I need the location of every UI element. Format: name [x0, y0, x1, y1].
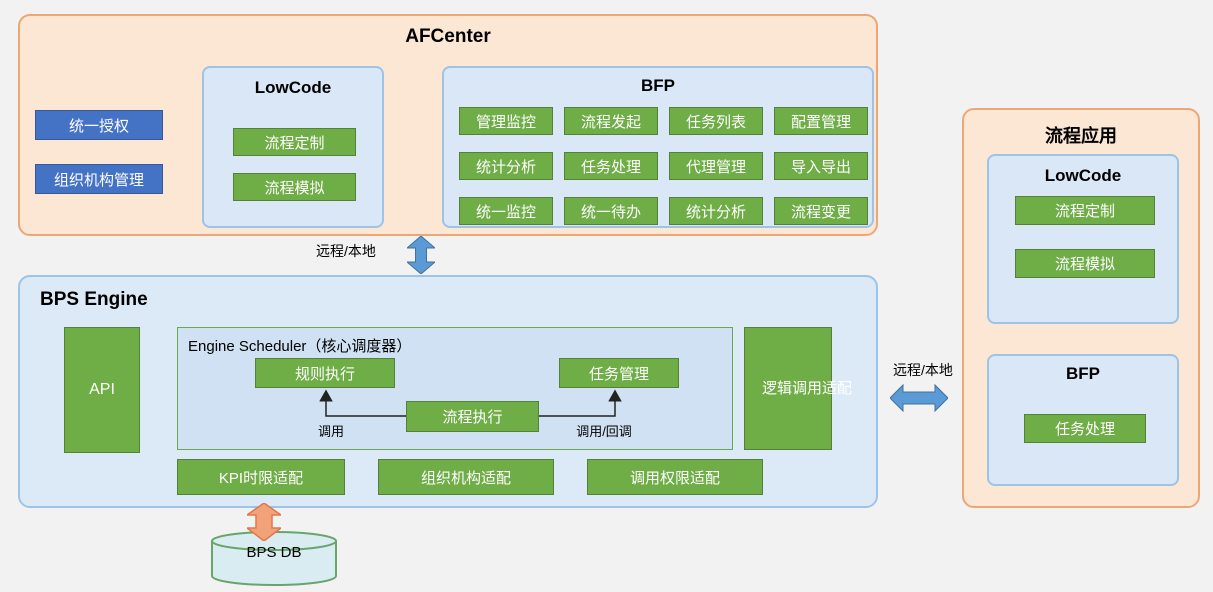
node-bfp-8: 统一监控 — [459, 197, 553, 225]
bps-db-cylinder — [210, 531, 338, 587]
node-bfp-3: 配置管理 — [774, 107, 868, 135]
process-app-lowcode-title: LowCode — [1044, 166, 1122, 185]
afcenter-bfp-title: BFP — [641, 76, 675, 95]
bps-db-label: BPS DB — [246, 544, 302, 561]
node-task-management: 任务管理 — [559, 358, 679, 388]
node-bfp-4: 统计分析 — [459, 152, 553, 180]
afcenter-lowcode-panel: LowCode 流程定制 流程模拟 — [202, 66, 384, 228]
node-api: API — [64, 327, 140, 453]
node-bfp-1: 流程发起 — [564, 107, 658, 135]
node-bfp-0: 管理监控 — [459, 107, 553, 135]
node-bfp-10: 统计分析 — [669, 197, 763, 225]
node-pa-process-simulation: 流程模拟 — [1015, 249, 1155, 278]
node-unified-auth: 统一授权 — [35, 110, 163, 140]
node-pa-task-processing: 任务处理 — [1024, 414, 1146, 443]
node-pa-process-customization: 流程定制 — [1015, 196, 1155, 225]
afcenter-title: AFCenter — [405, 26, 491, 47]
engine-scheduler-title: Engine Scheduler（核心调度器） — [188, 338, 412, 355]
node-kpi-time-adapter: KPI时限适配 — [177, 459, 345, 495]
bps-engine-title: BPS Engine — [40, 289, 148, 310]
afcenter-container: AFCenter 统一授权 组织机构管理 LowCode 流程定制 流程模拟 B… — [18, 14, 878, 236]
node-rule-execution: 规则执行 — [255, 358, 395, 388]
node-org-management: 组织机构管理 — [35, 164, 163, 194]
node-process-simulation: 流程模拟 — [233, 173, 356, 201]
node-bfp-5: 任务处理 — [564, 152, 658, 180]
process-app-container: 流程应用 LowCode 流程定制 流程模拟 BFP 任务处理 — [962, 108, 1200, 508]
top-connector-label: 远程/本地 — [316, 243, 376, 259]
afcenter-bfp-panel: BFP 管理监控 流程发起 任务列表 配置管理 统计分析 任务处理 代理管理 导… — [442, 66, 874, 228]
engine-scheduler-panel: Engine Scheduler（核心调度器） 规则执行 任务管理 流程执行 调… — [177, 327, 733, 450]
process-app-bfp-panel: BFP 任务处理 — [987, 354, 1179, 486]
node-org-structure-adapter: 组织机构适配 — [378, 459, 554, 495]
node-logic-call-adapter: 逻辑调用适配 — [744, 327, 853, 450]
bps-processapp-connector-arrow-icon — [890, 384, 948, 412]
process-app-title: 流程应用 — [1045, 126, 1117, 146]
afcenter-lowcode-title: LowCode — [254, 78, 332, 97]
bps-db-connector-arrow-icon — [247, 503, 281, 541]
bps-engine-container: BPS Engine API Engine Scheduler（核心调度器） 规… — [18, 275, 878, 508]
right-connector-label: 远程/本地 — [893, 362, 953, 378]
node-call-permission-adapter: 调用权限适配 — [587, 459, 763, 495]
process-app-lowcode-panel: LowCode 流程定制 流程模拟 — [987, 154, 1179, 324]
node-process-execution: 流程执行 — [406, 401, 539, 432]
node-bfp-7: 导入导出 — [774, 152, 868, 180]
afcenter-bps-connector-arrow-icon — [407, 236, 435, 274]
process-app-bfp-title: BFP — [1066, 364, 1100, 383]
edge-label-call: 调用 — [317, 424, 344, 439]
node-logic-call-adapter-label: 逻辑调用适配 — [762, 379, 853, 397]
edge-label-call-callback: 调用/回调 — [576, 424, 632, 439]
node-bfp-6: 代理管理 — [669, 152, 763, 180]
node-bfp-2: 任务列表 — [669, 107, 763, 135]
node-bfp-11: 流程变更 — [774, 197, 868, 225]
node-bfp-9: 统一待办 — [564, 197, 658, 225]
node-process-customization: 流程定制 — [233, 128, 356, 156]
